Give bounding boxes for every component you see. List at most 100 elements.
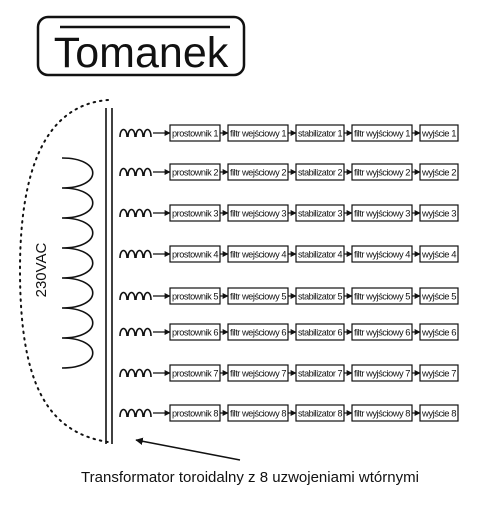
chain-box: filtr wejściowy 3 — [227, 204, 289, 222]
chain-box-label: prostownik 8 — [172, 409, 218, 420]
logo-frame — [36, 15, 246, 77]
chain-box-label: stabilizator 7 — [298, 369, 342, 380]
chain-box-label: prostownik 4 — [172, 250, 218, 261]
secondary-winding-5 — [119, 291, 152, 301]
chain-box: stabilizator 7 — [295, 364, 345, 382]
chain-box-label: filtr wyjściowy 5 — [354, 292, 410, 303]
toroid-outline — [18, 99, 109, 443]
chain-box: filtr wyjściowy 8 — [351, 404, 413, 422]
chain-box: prostownik 5 — [169, 287, 221, 305]
secondary-winding-1 — [119, 128, 152, 138]
chain-box: filtr wyjściowy 7 — [351, 364, 413, 382]
chain-box-label: prostownik 1 — [172, 129, 218, 140]
chain-box: filtr wejściowy 4 — [227, 245, 289, 263]
chain-box-label: wyjście 5 — [421, 292, 456, 303]
chain-box-frame — [419, 287, 459, 305]
chain-box: prostownik 3 — [169, 204, 221, 222]
chain-box: filtr wejściowy 2 — [227, 163, 289, 181]
chain-box: prostownik 8 — [169, 404, 221, 422]
caption: Transformator toroidalny z 8 uzwojeniami… — [81, 469, 419, 486]
chain-box-label: filtr wejściowy 7 — [230, 369, 286, 380]
chain-box-label: filtr wejściowy 3 — [230, 209, 286, 220]
chain-box: prostownik 4 — [169, 245, 221, 263]
chain-box-label: stabilizator 2 — [298, 168, 342, 179]
chain-box: filtr wyjściowy 1 — [351, 124, 413, 142]
chain-box: wyjście 4 — [419, 245, 459, 263]
chain-box: wyjście 5 — [419, 287, 459, 305]
chain-box: stabilizator 1 — [295, 124, 345, 142]
chain-box: stabilizator 8 — [295, 404, 345, 422]
chain-box: stabilizator 6 — [295, 323, 345, 341]
chain-box: prostownik 7 — [169, 364, 221, 382]
power-supply-chains: prostownik 1 filtr wejściowy 1 stabilizato… — [153, 124, 459, 422]
chain-box-label: filtr wejściowy 5 — [230, 292, 286, 303]
chain-box: wyjście 1 — [419, 124, 459, 142]
chain-box-label: wyjście 4 — [421, 250, 456, 261]
chain-box-label: filtr wyjściowy 3 — [354, 209, 410, 220]
chain-box: stabilizator 3 — [295, 204, 345, 222]
chain-box: stabilizator 4 — [295, 245, 345, 263]
caption-arrow — [135, 437, 241, 461]
chain-box-label: filtr wyjściowy 1 — [354, 129, 410, 140]
chain-box-label: prostownik 6 — [172, 328, 218, 339]
chain-box: wyjście 7 — [419, 364, 459, 382]
chain-box: filtr wyjściowy 6 — [351, 323, 413, 341]
primary-winding — [61, 157, 94, 369]
chain-box-label: stabilizator 5 — [298, 292, 342, 303]
chain-box: filtr wejściowy 5 — [227, 287, 289, 305]
chain-box-label: wyjście 8 — [421, 409, 456, 420]
chain-box-label: filtr wejściowy 1 — [230, 129, 286, 140]
secondary-winding-6 — [119, 327, 152, 337]
chain-box-label: prostownik 7 — [172, 369, 218, 380]
chain-box: wyjście 3 — [419, 204, 459, 222]
chain-box: filtr wyjściowy 4 — [351, 245, 413, 263]
chain-box-label: stabilizator 3 — [298, 209, 342, 220]
chain-box-label: stabilizator 1 — [298, 129, 342, 140]
chain-box: filtr wejściowy 1 — [227, 124, 289, 142]
chain-box-frame — [419, 163, 459, 181]
chain-box-frame — [419, 323, 459, 341]
chain-box-label: filtr wyjściowy 8 — [354, 409, 410, 420]
chain-box-label: filtr wejściowy 4 — [230, 250, 286, 261]
chain-box: prostownik 6 — [169, 323, 221, 341]
chain-box-label: filtr wejściowy 8 — [230, 409, 286, 420]
chain-box: filtr wyjściowy 5 — [351, 287, 413, 305]
chain-box-label: filtr wyjściowy 6 — [354, 328, 410, 339]
chain-box: filtr wejściowy 8 — [227, 404, 289, 422]
chain-box-label: filtr wyjściowy 4 — [354, 250, 410, 261]
chain-box-frame — [419, 245, 459, 263]
secondary-winding-3 — [119, 208, 152, 218]
chain-box: filtr wyjściowy 3 — [351, 204, 413, 222]
chain-box: filtr wejściowy 6 — [227, 323, 289, 341]
chain-box-frame — [419, 204, 459, 222]
chain-box-label: stabilizator 4 — [298, 250, 342, 261]
chain-box-label: prostownik 3 — [172, 209, 218, 220]
chain-box-label: filtr wejściowy 2 — [230, 168, 286, 179]
chain-box-frame — [419, 404, 459, 422]
chain-box: prostownik 1 — [169, 124, 221, 142]
chain-box: wyjście 6 — [419, 323, 459, 341]
chain-box-frame — [419, 124, 459, 142]
chain-box: stabilizator 2 — [295, 163, 345, 181]
chain-box-label: wyjście 3 — [421, 209, 456, 220]
secondary-winding-4 — [119, 249, 152, 259]
chain-box-label: stabilizator 6 — [298, 328, 342, 339]
logo: Tomanek — [36, 15, 246, 77]
secondary-winding-8 — [119, 408, 152, 418]
chain-box-label: wyjście 6 — [421, 328, 456, 339]
chain-box-label: prostownik 2 — [172, 168, 218, 179]
chain-box-label: filtr wyjściowy 2 — [354, 168, 410, 179]
secondary-windings — [119, 128, 152, 418]
chain-box-label: filtr wyjściowy 7 — [354, 369, 410, 380]
chain-box: wyjście 2 — [419, 163, 459, 181]
chain-box-label: wyjście 7 — [421, 369, 456, 380]
chain-box: filtr wejściowy 7 — [227, 364, 289, 382]
transformer-core — [105, 108, 113, 444]
chain-box-label: filtr wejściowy 6 — [230, 328, 286, 339]
chain-box-label: wyjście 1 — [421, 129, 456, 140]
secondary-winding-7 — [119, 368, 152, 378]
chain-box: filtr wyjściowy 2 — [351, 163, 413, 181]
chain-box: prostownik 2 — [169, 163, 221, 181]
chain-box: wyjście 8 — [419, 404, 459, 422]
